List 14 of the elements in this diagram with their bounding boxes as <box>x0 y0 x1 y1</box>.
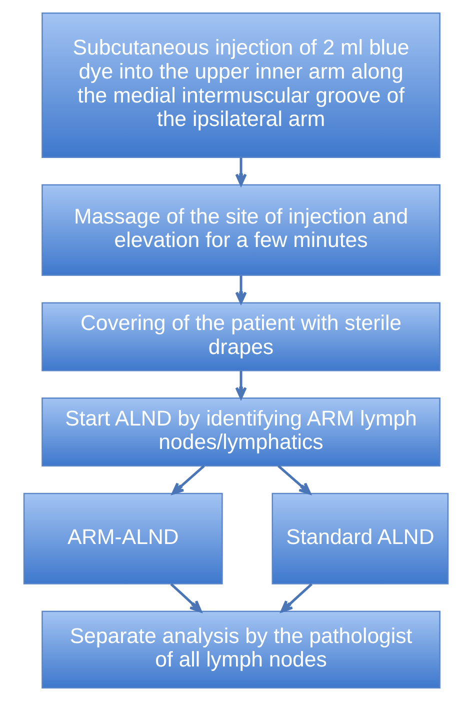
arrow <box>280 583 312 612</box>
node-box: Massage of the site of injection and elevation for a few minutes <box>41 184 440 276</box>
node-box: Subcutaneous injection of 2 ml blue dye into the upper inner arm along the medial intermuscular groove of the ipsilateral arm <box>41 12 440 158</box>
arrow <box>234 370 246 400</box>
node-box: Start ALND by identifying ARM lymph nodes/lymphatics <box>41 398 440 467</box>
node-box: Covering of the patient with sterile drapes <box>41 302 440 372</box>
arrow <box>171 465 204 495</box>
arrow <box>170 583 202 612</box>
arrow <box>234 276 246 304</box>
node-box: Separate analysis by the pathologist of all lymph nodes <box>41 610 440 689</box>
arrow <box>234 158 246 186</box>
arrow <box>277 465 311 495</box>
node-box: ARM-ALND <box>22 492 222 584</box>
node-box: Standard ALND <box>271 492 448 584</box>
